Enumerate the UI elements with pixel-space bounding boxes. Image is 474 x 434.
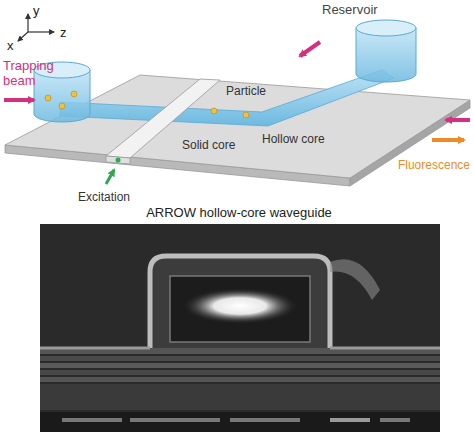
axis-label: x xyxy=(7,38,14,53)
beam-label: Excitation xyxy=(78,190,130,205)
axis-label: z xyxy=(60,25,67,40)
axis-label: y xyxy=(33,3,40,18)
beam-label: Fluorescence xyxy=(398,158,470,173)
part-label: Solid core xyxy=(182,138,235,153)
part-label: Reservoir xyxy=(322,2,378,17)
figure-heading: ARROW hollow-core waveguide xyxy=(2,205,474,220)
part-label: Hollow core xyxy=(262,132,325,147)
beam-label: Trapping beam xyxy=(3,58,65,88)
part-label: Particle xyxy=(226,84,266,99)
